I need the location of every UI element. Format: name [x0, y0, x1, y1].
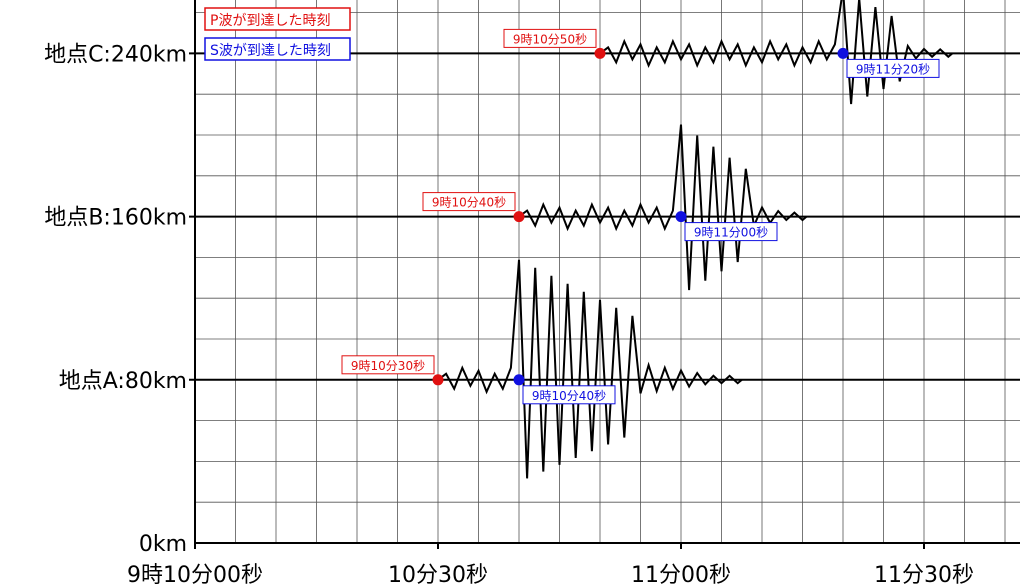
x-tick-label: 11分00秒 [631, 563, 731, 588]
tick-labels: 0km 地点A:80km 地点B:160km 地点C:240km 9時10分00秒 10分… [44, 42, 974, 588]
legend-entry-label: P波が到達した時刻 [210, 13, 330, 29]
arrival-label-box [422, 192, 516, 212]
y-tick-label: 0km [139, 532, 187, 557]
arrival-markers: 9時10分30秒 9時10分40秒 9時10分40秒 9時11分00秒 9時10分50秒… [341, 28, 940, 405]
seismogram-trace [437, 259, 743, 479]
arrival-time-label: 9時10分40秒 [532, 389, 606, 403]
legend-entry-box [204, 7, 351, 31]
seismogram-trace [518, 124, 808, 291]
seismogram-trace [599, 0, 954, 105]
y-tick-label: 地点B:160km [44, 206, 187, 231]
arrival-time-label: 9時10分40秒 [432, 196, 506, 210]
y-tick-label: 地点C:240km [44, 42, 187, 67]
arrival-label-box [341, 355, 435, 375]
axes [189, 0, 1020, 549]
x-tick-label: 11分30秒 [874, 563, 974, 588]
x-tick-label: 10分30秒 [388, 563, 488, 588]
arrival-time-label: 9時11分20秒 [856, 62, 930, 76]
x-tick-label: 9時10分00秒 [127, 563, 263, 588]
legend-entry-box [204, 37, 351, 61]
arrival-label-box [846, 58, 940, 78]
p-wave-arrival-dot [513, 211, 525, 223]
p-wave-arrival-dot [594, 47, 606, 59]
legend: P波が到達した時刻 S波が到達した時刻 [204, 7, 351, 61]
arrival-time-label: 9時10分30秒 [351, 359, 425, 373]
arrival-time-label: 9時10分50秒 [513, 32, 587, 46]
arrival-time-label: 9時11分00秒 [694, 226, 768, 240]
s-wave-arrival-dot [513, 374, 525, 386]
legend-entry-label: S波が到達した時刻 [210, 43, 331, 59]
arrival-label-box [684, 222, 778, 242]
arrival-label-box [522, 385, 616, 405]
y-tick-label: 地点A:80km [59, 369, 187, 394]
s-wave-arrival-dot [837, 47, 849, 59]
grid [195, 0, 1020, 543]
arrival-label-box [503, 28, 597, 48]
p-wave-arrival-dot [432, 374, 444, 386]
s-wave-arrival-dot [675, 211, 687, 223]
